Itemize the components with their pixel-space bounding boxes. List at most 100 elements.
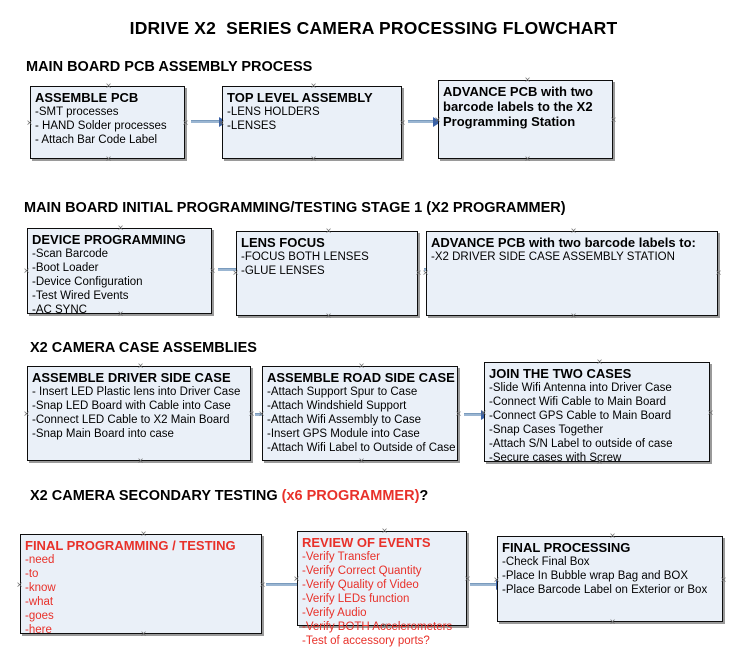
node-line: -Insert GPS Module into Case (267, 428, 420, 440)
node-title: JOIN THE TWO CASES (489, 366, 632, 381)
section-heading-text: MAIN BOARD PCB ASSEMBLY PROCESS (26, 59, 313, 75)
connector-handle[interactable] (719, 576, 728, 585)
node-line: -here (25, 624, 52, 636)
node-line: -Snap Main Board into case (32, 428, 174, 440)
connector-handle[interactable] (609, 116, 618, 125)
connector-review-to-final-processing (470, 580, 504, 590)
section-heading-accent: (x6 PROGRAMMER) (281, 488, 420, 504)
node-line: -Attach Wifi Label to Outside of Case (267, 442, 456, 454)
node-line: -FOCUS BOTH LENSES (241, 251, 369, 263)
connector-assemble-pcb-to-top-level (191, 117, 227, 127)
node-line: -LENS HOLDERS (227, 106, 320, 118)
section-heading-text: X2 CAMERA SECONDARY TESTING (30, 488, 282, 504)
node-line: -need (25, 554, 55, 566)
node-line: -Slide Wifi Antenna into Driver Case (489, 382, 672, 394)
arrow-head-icon (433, 117, 441, 127)
node-line: -Check Final Box (502, 556, 590, 568)
node-line: -Attach Support Spur to Case (267, 386, 418, 398)
node-assemble-pcb[interactable]: ASSEMBLE PCB -SMT processes - HAND Solde… (30, 86, 185, 159)
node-line: -Snap LED Board with Cable into Case (32, 400, 231, 412)
node-assemble-driver-side-case[interactable]: ASSEMBLE DRIVER SIDE CASE - Insert LED P… (27, 366, 251, 461)
node-line: -goes (25, 610, 54, 622)
node-line: - Insert LED Plastic lens into Driver Ca… (32, 386, 241, 398)
connector-handle[interactable] (104, 155, 113, 164)
section-heading-x2-camera-case-assemblies: X2 CAMERA CASE ASSEMBLIES (30, 340, 257, 356)
node-line: -Connect LED Cable to X2 Main Board (32, 414, 230, 426)
node-line: -Verify Quality of Video (302, 579, 419, 591)
connector-handle[interactable] (22, 410, 31, 419)
connector-handle[interactable] (25, 119, 34, 128)
node-line: -Place Barcode Label on Exterior or Box (502, 584, 708, 596)
node-line: -AC SYNC (32, 304, 87, 316)
connector-handle[interactable] (414, 269, 423, 278)
node-line: -what (25, 596, 54, 608)
connector-handle[interactable] (181, 119, 190, 128)
node-advance-pcb-driver-side[interactable]: ADVANCE PCB with two barcode labels to: … (426, 231, 718, 316)
connector-handle[interactable] (714, 269, 723, 278)
connector-handle[interactable] (421, 269, 430, 278)
node-title: DEVICE PROGRAMMING (32, 232, 186, 247)
node-line: -Attach Windshield Support (267, 400, 407, 412)
node-title: FINAL PROCESSING (502, 540, 631, 555)
node-line: -Verify Transfer (302, 551, 380, 563)
node-line: -Verify Correct Quantity (302, 565, 422, 577)
node-final-processing[interactable]: FINAL PROCESSING -Check Final Box -Place… (497, 536, 723, 622)
node-line: -Secure cases with Screw (489, 452, 622, 464)
connector-handle[interactable] (324, 312, 333, 321)
node-join-the-two-cases[interactable]: JOIN THE TWO CASES -Slide Wifi Antenna i… (484, 362, 710, 464)
node-line: -Attach Wifi Assembly to Case (267, 414, 422, 426)
node-line: -X2 DRIVER SIDE CASE ASSEMBLY STATION (431, 251, 675, 263)
connector-handle[interactable] (136, 457, 145, 466)
node-line: -Snap Cases Together (489, 424, 604, 436)
node-line: -Test Wired Events (32, 290, 129, 302)
node-title: ASSEMBLE PCB (35, 90, 139, 105)
node-title: REVIEW OF EVENTS (302, 535, 431, 550)
node-line: -Place In Bubble wrap Bag and BOX (502, 570, 689, 582)
node-line: -GLUE LENSES (241, 265, 325, 277)
node-title: LENS FOCUS (241, 235, 325, 250)
node-review-of-events[interactable]: REVIEW OF EVENTS -Verify Transfer -Verif… (297, 531, 467, 647)
connector-road-case-to-join-cases (464, 410, 489, 420)
node-line: -LENSES (227, 120, 277, 132)
node-title: ADVANCE PCB with two barcode labels to t… (443, 84, 593, 129)
connector-handle[interactable] (15, 581, 24, 590)
node-title: ADVANCE PCB with two barcode labels to: (431, 235, 696, 250)
node-line: -Connect Wifi Cable to Main Board (489, 396, 667, 408)
node-title: FINAL PROGRAMMING / TESTING (25, 538, 236, 553)
connector-handle[interactable] (309, 155, 318, 164)
connector-handle[interactable] (706, 409, 715, 418)
node-top-level-assembly[interactable]: TOP LEVEL ASSEMBLY -LENS HOLDERS -LENSES (222, 86, 402, 159)
node-line: - HAND Solder processes (35, 120, 167, 132)
node-title: ASSEMBLE ROAD SIDE CASE (267, 370, 455, 385)
node-line: -Verify LEDs function (302, 593, 410, 605)
node-title: TOP LEVEL ASSEMBLY (227, 90, 373, 105)
node-line: -Boot Loader (32, 262, 99, 274)
connector-top-level-to-advance-pcb (408, 117, 441, 127)
node-final-programming-testing[interactable]: FINAL PROGRAMMING / TESTING -need -to -k… (20, 534, 262, 636)
node-lens-focus[interactable]: LENS FOCUS -FOCUS BOTH LENSES -GLUE LENS… (236, 231, 418, 316)
node-assemble-road-side-case[interactable]: ASSEMBLE ROAD SIDE CASE -Attach Support … (262, 366, 458, 461)
node-title: ASSEMBLE DRIVER SIDE CASE (32, 370, 231, 385)
node-line: -SMT processes (35, 106, 119, 118)
node-line: -Device Configuration (32, 276, 143, 288)
node-advance-pcb-programming-station[interactable]: ADVANCE PCB with two barcode labels to t… (438, 80, 613, 159)
section-heading-main-board-pcb-assembly-process: MAIN BOARD PCB ASSEMBLY PROCESS (26, 59, 312, 75)
connector-handle[interactable] (398, 119, 407, 128)
connector-handle[interactable] (454, 410, 463, 419)
node-line: -Connect GPS Cable to Main Board (489, 410, 672, 422)
connector-handle[interactable] (357, 457, 366, 466)
section-heading-text: MAIN BOARD INITIAL PROGRAMMING/TESTING S… (24, 200, 566, 216)
node-device-programming[interactable]: DEVICE PROGRAMMING -Scan Barcode -Boot L… (27, 228, 212, 316)
node-line: - Attach Bar Code Label (35, 134, 158, 146)
section-heading-tail: ? (419, 488, 429, 504)
page-title: IDRIVE X2 SERIES CAMERA PROCESSING FLOWC… (129, 18, 618, 38)
section-heading-main-board-initial-programming: MAIN BOARD INITIAL PROGRAMMING/TESTING S… (24, 200, 566, 216)
connector-handle[interactable] (523, 155, 532, 164)
node-line: -Scan Barcode (32, 248, 109, 260)
node-line: -know (25, 582, 56, 594)
connector-handle[interactable] (608, 618, 617, 627)
connector-handle[interactable] (569, 312, 578, 321)
connector-handle[interactable] (22, 267, 31, 276)
connector-handle[interactable] (208, 267, 217, 276)
